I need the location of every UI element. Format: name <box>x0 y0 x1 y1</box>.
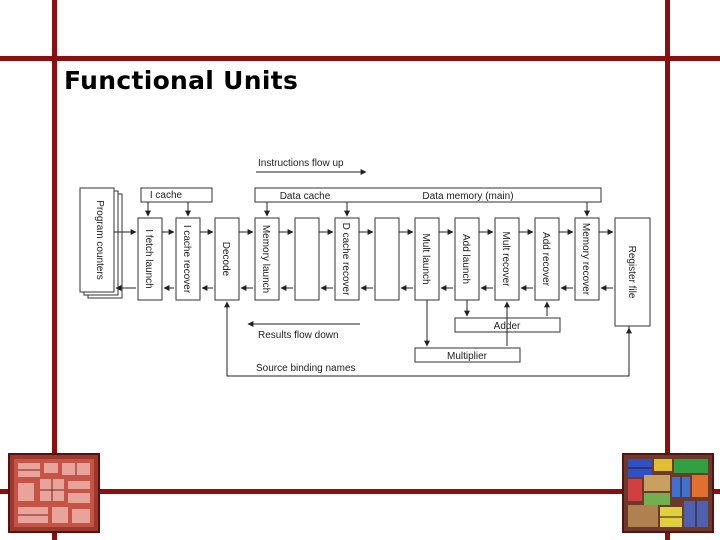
unit-box-blank-1 <box>294 217 320 301</box>
icache-label: I cache <box>150 190 183 201</box>
unit-box-decode <box>214 217 240 301</box>
chip-die-photo-icon <box>624 455 712 531</box>
icache-box <box>140 187 213 203</box>
unit-box-i-fetch-launch <box>137 217 163 301</box>
frame-line-top <box>0 56 720 61</box>
unit-label-mult-launch: Mult launch <box>420 233 431 284</box>
unit-label-register-file: Register file <box>626 246 637 299</box>
chip-die-photo-icon <box>10 455 98 531</box>
unit-label-add-recover: Add recover <box>540 232 551 287</box>
unit-box-register-file <box>614 217 651 327</box>
data-memory-label: Data memory (main) <box>422 191 513 202</box>
unit-label-add-launch: Add launch <box>460 234 471 284</box>
data-cache-label: Data cache <box>280 191 331 202</box>
unit-box-blank-2 <box>374 217 400 301</box>
unit-label-memory-recover: Memory recover <box>580 223 591 296</box>
unit-label-i-fetch-launch: I fetch launch <box>143 229 154 288</box>
source-binding-label: Source binding names <box>256 363 356 374</box>
pipeline-units: I fetch launch I cache recover Decode Me… <box>137 217 651 327</box>
unit-label-i-cache-recover: I cache recover <box>181 225 192 294</box>
unit-label-d-cache-recover: D cache recover <box>340 223 351 296</box>
instructions-flow-label: Instructions flow up <box>258 158 344 169</box>
multiplier-label: Multiplier <box>447 351 488 362</box>
program-counters-box <box>79 187 115 293</box>
unit-box-memory-recover <box>574 217 600 301</box>
slide-title: Functional Units <box>64 66 299 95</box>
right-chip-photo <box>622 453 714 533</box>
unit-label-memory-launch: Memory launch <box>260 225 271 293</box>
unit-box-memory-launch <box>254 217 280 301</box>
multiplier-box <box>414 347 521 363</box>
frame-line-right <box>665 0 670 540</box>
stage-arrows <box>114 229 614 291</box>
unit-label-mult-recover: Mult recover <box>500 231 511 287</box>
unit-box-d-cache-recover <box>334 217 360 301</box>
unit-box-add-recover <box>534 217 560 301</box>
data-cache-box <box>254 187 602 203</box>
frame-line-bottom <box>0 489 720 494</box>
left-chip-photo <box>8 453 100 533</box>
cache-connections <box>145 202 590 217</box>
source-binding-path <box>224 301 630 377</box>
unit-label-decode: Decode <box>220 242 231 277</box>
unit-box-mult-launch <box>414 217 440 301</box>
results-flow-label: Results flow down <box>258 330 339 341</box>
unit-box-i-cache-recover <box>175 217 201 301</box>
unit-label-program-counters: Program counters <box>94 200 105 279</box>
frame-line-left <box>52 0 57 540</box>
unit-box-add-launch <box>454 217 480 301</box>
unit-box-mult-recover <box>494 217 520 301</box>
